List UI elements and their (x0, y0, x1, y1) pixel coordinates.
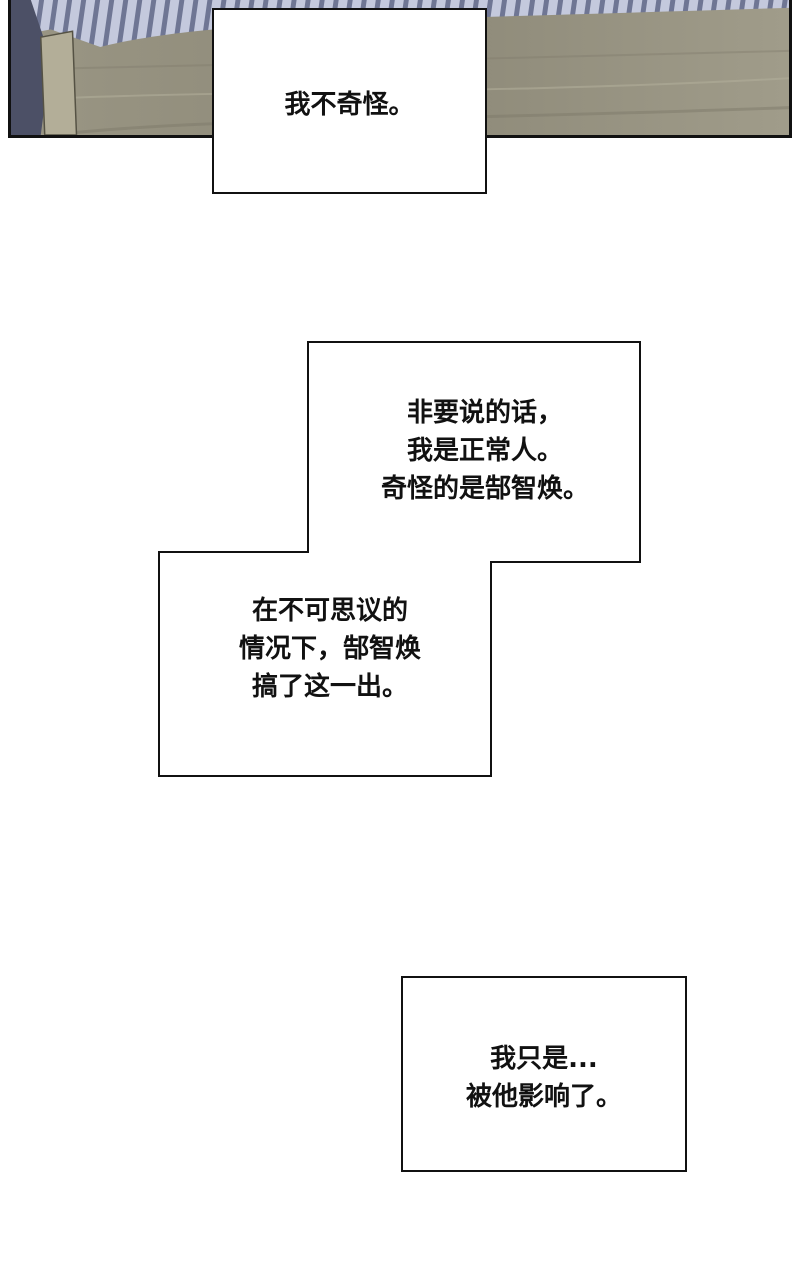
speech-line: 情况下，郜智焕 (238, 634, 421, 664)
speech-text-1: 我不奇怪。 (214, 86, 485, 124)
speech-line: 非要说的话， (406, 398, 563, 428)
speech-line: 我是正常人。 (406, 436, 563, 466)
speech-text-2: 非要说的话， 我是正常人。 奇怪的是郜智焕。 (340, 394, 630, 508)
speech-line: 在不可思议的 (251, 596, 408, 626)
speech-line: 我不奇怪。 (284, 90, 415, 120)
speech-box-1: 我不奇怪。 (212, 8, 487, 194)
speech-line: 搞了这一出。 (251, 672, 408, 702)
speech-text-3: 在不可思议的 情况下，郜智焕 搞了这一出。 (190, 592, 470, 706)
speech-box-4: 我只是... 被他影响了。 (401, 976, 687, 1172)
speech-line: 被他影响了。 (465, 1082, 622, 1112)
speech-line: 奇怪的是郜智焕。 (380, 474, 589, 504)
speech-line: 我只是... (490, 1044, 598, 1074)
speech-text-4: 我只是... 被他影响了。 (403, 1040, 685, 1116)
